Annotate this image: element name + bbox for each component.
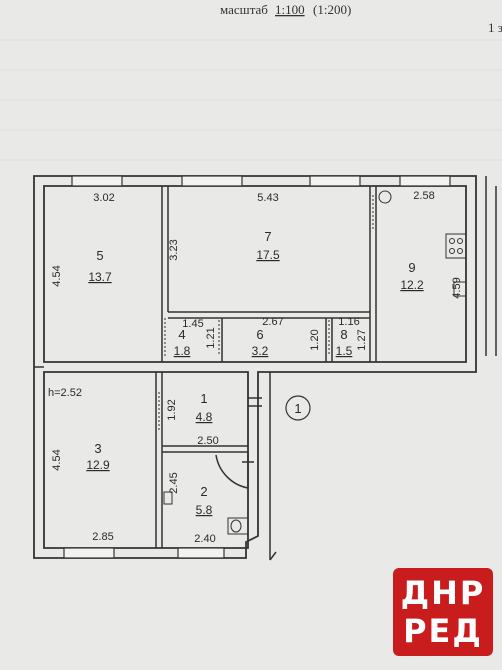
room-6-area: 3.2 — [252, 344, 269, 358]
dim-1-45: 1.45 — [182, 318, 203, 330]
dim-1-20: 1.20 — [309, 329, 321, 350]
scale-prefix: масштаб — [220, 2, 268, 17]
corner-text: 1 з — [488, 20, 502, 35]
background-grid — [0, 39, 502, 161]
dim-2-85: 2.85 — [92, 531, 113, 543]
room-5-area: 13.7 — [88, 270, 112, 284]
room-6-number: 6 — [256, 327, 263, 342]
doors — [158, 195, 374, 489]
dim-4-54-bottom: 4.54 — [51, 449, 63, 470]
watermark-line-2: РЕД — [403, 612, 483, 650]
dim-1-21: 1.21 — [205, 327, 217, 348]
room-labels: 5 13.7 7 17.5 9 12.2 4 1.8 6 3.2 8 1.5 1… — [86, 229, 424, 517]
scale-alt: (1:200) — [313, 2, 351, 17]
room-4-area: 1.8 — [174, 344, 191, 358]
interior-walls — [155, 186, 377, 548]
scale-main: 1:100 — [275, 2, 305, 17]
room-8-area: 1.5 — [336, 344, 353, 358]
dim-3-02: 3.02 — [93, 192, 114, 204]
room-7-number: 7 — [264, 229, 271, 244]
dim-2-45: 2.45 — [168, 472, 180, 493]
watermark-line-1: ДНР — [400, 574, 486, 612]
watermark-logo: ДНР РЕД — [393, 568, 493, 656]
room-4-number: 4 — [178, 327, 185, 342]
dim-2-67: 2.67 — [262, 316, 283, 328]
dim-2-50: 2.50 — [197, 435, 218, 447]
ceiling-height: h=2.52 — [48, 387, 82, 399]
room-2-area: 5.8 — [196, 503, 213, 517]
room-5-number: 5 — [96, 248, 103, 263]
dim-4-54-top: 4.54 — [51, 265, 63, 286]
room-9-area: 12.2 — [400, 278, 424, 292]
dim-3-23: 3.23 — [168, 239, 180, 260]
apartment-number: 1 — [294, 401, 301, 416]
room-7-area: 17.5 — [256, 248, 280, 262]
room-8-number: 8 — [340, 327, 347, 342]
windows — [63, 175, 451, 559]
dim-4-59: 4.59 — [451, 277, 463, 298]
dim-1-16: 1.16 — [338, 316, 359, 328]
dim-2-58: 2.58 — [413, 190, 434, 202]
dim-1-27: 1.27 — [356, 329, 368, 350]
room-3-number: 3 — [94, 441, 101, 456]
room-1-area: 4.8 — [196, 410, 213, 424]
room-1-number: 1 — [200, 391, 207, 406]
dim-2-40: 2.40 — [194, 533, 215, 545]
room-9-number: 9 — [408, 260, 415, 275]
dim-5-43: 5.43 — [257, 192, 278, 204]
dim-1-92: 1.92 — [166, 399, 178, 420]
room-3-area: 12.9 — [86, 458, 110, 472]
fixtures — [163, 190, 467, 535]
dimension-labels: 3.02 5.43 2.58 4.54 3.23 4.59 1.45 2.67 … — [48, 190, 463, 545]
apartment-marker: 1 — [285, 395, 311, 421]
room-2-number: 2 — [200, 484, 207, 499]
